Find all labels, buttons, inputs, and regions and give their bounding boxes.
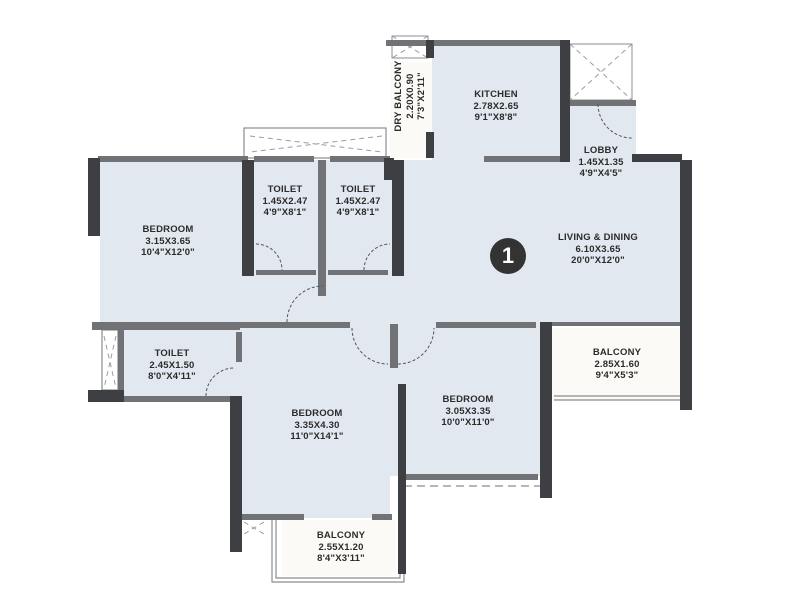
toilet-3-imperial: 8'0"X4'11" (148, 370, 196, 382)
duct-top (246, 130, 384, 156)
outlines (101, 127, 680, 583)
lobby-label: LOBBY 1.45X1.35 4'9"X4'5" (578, 145, 623, 180)
bedroom-3-imperial: 10'0"X11'0" (441, 416, 495, 428)
dry-balcony-imperial: 7'3"X2'11" (415, 72, 427, 120)
toilet-3-metric: 2.45X1.50 (149, 359, 195, 371)
bedroom-2-label: BEDROOM 3.35X4.30 11'0"X14'1" (290, 408, 343, 443)
balcony-1-label: BALCONY 2.85X1.60 9'4"X5'3" (593, 347, 641, 382)
dry-balcony-label: DRY BALCONY 2.20X0.90 7'3"X2'11" (393, 60, 428, 131)
lobby-imperial: 4'9"X4'5" (579, 167, 623, 179)
lobby-floor (570, 104, 636, 164)
bedroom-2-imperial: 11'0"X14'1" (290, 430, 344, 442)
toilet-2-label: TOILET 1.45X2.47 4'9"X8'1" (335, 184, 380, 219)
toilet-2-name: TOILET (340, 183, 376, 195)
lobby-metric: 1.45X1.35 (578, 156, 624, 168)
bedroom-1-label: BEDROOM 3.15X3.65 10'4"X12'0" (141, 224, 195, 259)
balcony-2-name: BALCONY (316, 529, 366, 541)
bedroom-1-name: BEDROOM (142, 223, 194, 235)
room-fills (100, 44, 680, 576)
walls-mid (92, 40, 690, 520)
toilet-3-floor (124, 330, 240, 396)
toilet-1-imperial: 4'9"X8'1" (263, 206, 307, 218)
living-dining-name: LIVING & DINING (557, 231, 639, 243)
unit-number-badge: 1 (490, 238, 526, 274)
bedroom-1-metric: 3.15X3.65 (145, 235, 191, 247)
walls-dark (88, 40, 692, 574)
balcony-1-floor (552, 328, 680, 400)
lobby-name: LOBBY (583, 144, 619, 156)
living-dining-metric: 6.10X3.65 (575, 243, 621, 255)
dry-balcony-metric: 2.20X0.90 (404, 73, 416, 119)
living-dining-imperial: 20'0"X12'0" (571, 254, 625, 266)
living-dining-floor (100, 160, 680, 326)
door-swings (205, 103, 633, 397)
dry-balcony-name: DRY BALCONY (392, 60, 404, 132)
balcony-2-metric: 2.55X1.20 (318, 541, 364, 553)
bedroom-3-label: BEDROOM 3.05X3.35 10'0"X11'0" (441, 394, 494, 429)
toilet-3-name: TOILET (154, 347, 190, 359)
toilet-1-label: TOILET 1.45X2.47 4'9"X8'1" (262, 184, 307, 219)
balcony-2-imperial: 8'4"X3'11" (317, 552, 365, 564)
dry-balcony-floor (390, 62, 432, 158)
toilet-3-label: TOILET 2.45X1.50 8'0"X4'11" (148, 348, 196, 383)
balcony-1-imperial: 9'4"X5'3" (595, 369, 639, 381)
bedroom-2-metric: 3.35X4.30 (294, 419, 340, 431)
kitchen-floor (432, 44, 560, 162)
kitchen-imperial: 9'1"X8'8" (474, 111, 518, 123)
kitchen-label: KITCHEN 2.78X2.65 9'1"X8'8" (473, 89, 518, 124)
toilet-1-metric: 1.45X2.47 (262, 195, 308, 207)
toilet-2-metric: 1.45X2.47 (335, 195, 381, 207)
kitchen-metric: 2.78X2.65 (473, 100, 519, 112)
bedroom-3-name: BEDROOM (442, 393, 494, 405)
balcony-1-metric: 2.85X1.60 (594, 358, 640, 370)
toilet-2-imperial: 4'9"X8'1" (336, 206, 380, 218)
balcony-2-label: BALCONY 2.55X1.20 8'4"X3'11" (317, 530, 365, 565)
kitchen-name: KITCHEN (474, 88, 518, 100)
bedroom-1-imperial: 10'4"X12'0" (141, 246, 195, 258)
bedroom-3-metric: 3.05X3.35 (445, 405, 491, 417)
toilet-1-name: TOILET (267, 183, 303, 195)
balcony-1-name: BALCONY (592, 346, 642, 358)
bedroom-3-floor (390, 326, 540, 476)
bedroom-2-name: BEDROOM (291, 407, 343, 419)
balcony-2-floor (282, 520, 396, 576)
living-dining-label: LIVING & DINING 6.10X3.65 20'0"X12'0" (558, 232, 638, 267)
bedroom-2-floor (240, 326, 390, 518)
